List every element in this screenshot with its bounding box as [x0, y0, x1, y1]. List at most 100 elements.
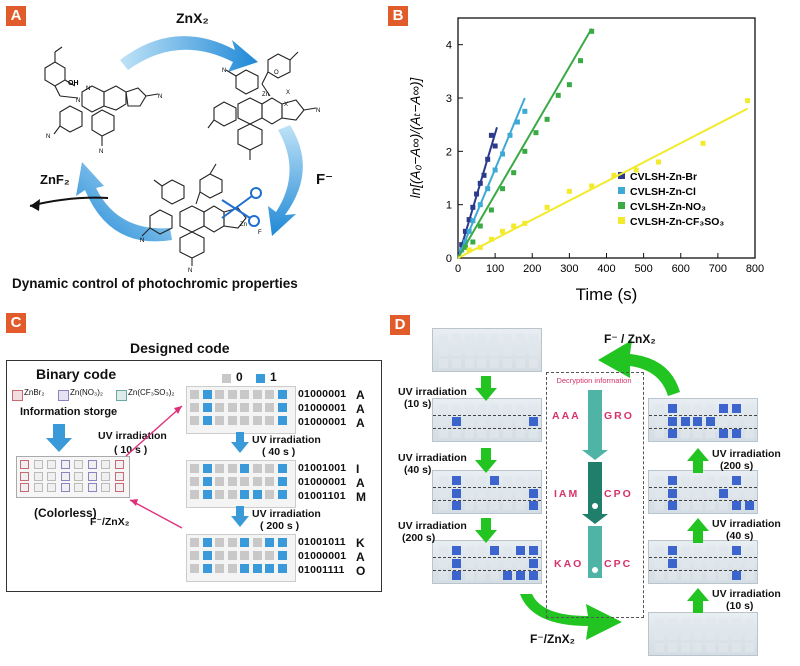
photo-right-200s-well-2-0	[655, 429, 664, 438]
y-tick-label-1: 1	[446, 200, 452, 212]
colorless-cell-1-5	[87, 471, 97, 481]
key-zero-swatch	[222, 374, 231, 383]
legend-label-2: CVLSH-Zn-NO₃	[630, 201, 706, 213]
grid-40s-cell-0-4	[240, 464, 249, 473]
photo-left-200s-well-0-6	[515, 546, 525, 555]
storage-arrow-icon	[46, 424, 72, 452]
uv-10s-time: ( 10 s )	[114, 444, 148, 456]
photo-left-40s-well-0-2	[464, 476, 474, 485]
atom-n-top: N	[316, 108, 320, 114]
grid-10s-cell-0-5	[252, 390, 262, 399]
grid-200s-cell-0-5	[252, 538, 262, 547]
photo-left-10s-well-2-1	[451, 429, 461, 438]
photo-right-200s-well-1-2	[680, 416, 690, 426]
decoded-left-3: KAO	[554, 558, 584, 570]
photo-left-10s-well-0-4	[490, 404, 500, 413]
point-s1-4	[477, 202, 483, 208]
photo-left-40s-well-0-1	[451, 476, 461, 485]
photo-right-40s-well-1-7	[744, 488, 754, 498]
colorless-cell-1-1	[33, 471, 43, 481]
photo-right-10s-well-2-5	[719, 571, 728, 580]
photo-right-40s-well-2-2	[680, 501, 690, 510]
grid-40s-cell-2-0	[190, 490, 199, 499]
uv-200s-time: ( 200 s )	[260, 520, 300, 532]
colorless-cell-2-1	[33, 483, 43, 492]
grid-40s-cell-1-3	[227, 477, 237, 486]
photo-initial-well-1-3	[477, 346, 487, 356]
photo-right-200s	[648, 398, 758, 442]
point-s1-5	[485, 186, 491, 192]
colorless-cell-2-5	[87, 483, 97, 492]
photo-right-10s-divider-1	[649, 570, 757, 571]
grid-10s-cell-1-5	[252, 403, 262, 412]
code-40s-bits-1: 01000001	[298, 476, 347, 488]
photo-final-well-2-0	[655, 643, 664, 652]
grid-40s-cell-2-7	[277, 490, 287, 499]
photo-right-10s-well-1-4	[706, 558, 716, 568]
grid-40s-cell-0-7	[277, 464, 287, 473]
code-200s-bits-1: 01000001	[298, 550, 347, 562]
right-uv-arrow-1-icon	[687, 448, 709, 473]
photo-right-40s-well-2-0	[655, 501, 664, 510]
photo-left-200s-well-0-1	[451, 546, 461, 555]
point-s3-13	[745, 98, 751, 104]
photo-right-200s-well-0-2	[680, 404, 690, 413]
photo-right-10s-well-2-4	[706, 571, 716, 580]
photo-left-40s-well-2-2	[464, 501, 474, 510]
photo-right-40s-well-0-7	[744, 476, 754, 485]
photo-right-200s-well-0-0	[655, 404, 664, 413]
photo-left-40s	[432, 470, 542, 514]
left-step-3-time: (200 s)	[402, 532, 436, 544]
photo-final-well-2-6	[731, 643, 741, 652]
photo-right-10s-well-0-1	[667, 546, 677, 555]
atom-n1: N	[76, 98, 80, 104]
grid-40s-cell-2-3	[227, 490, 237, 499]
photo-left-40s-well-1-1	[451, 488, 461, 498]
grid-40s-cell-1-1	[202, 477, 212, 486]
grid-200s-cell-0-7	[277, 538, 287, 547]
cycle-arrow-right	[268, 125, 303, 236]
photo-left-40s-well-0-0	[439, 476, 448, 485]
atom-n4: N	[46, 134, 50, 140]
photo-right-40s-well-2-3	[693, 501, 703, 510]
photo-final-well-1-5	[719, 630, 728, 640]
y-tick-label-3: 3	[446, 93, 452, 105]
cycle-arrow-top	[120, 36, 258, 72]
photo-right-40s-well-0-4	[706, 476, 716, 485]
photo-final	[648, 612, 758, 656]
photo-left-40s-divider-0	[433, 487, 541, 488]
photo-left-40s-well-2-1	[451, 501, 461, 510]
code-10s-bits-0: 01000001	[298, 388, 347, 400]
photo-right-40s-well-1-0	[655, 488, 664, 498]
photo-initial-well-1-5	[503, 346, 512, 356]
photo-left-10s-well-0-3	[477, 404, 487, 413]
code-40s-bits-0: 01001001	[298, 462, 347, 474]
grid-40s-cell-0-5	[252, 464, 262, 473]
reagent-znf2: ZnF₂	[40, 172, 70, 187]
photo-left-40s-well-2-7	[528, 501, 538, 510]
colorless-label: (Colorless)	[34, 506, 97, 520]
legend-swatch-zn-no3	[58, 390, 69, 401]
grid-40s-cell-0-1	[202, 464, 212, 473]
photo-right-40s-divider-0	[649, 487, 757, 488]
photo-right-10s-well-0-5	[719, 546, 728, 555]
photo-left-10s-well-2-4	[490, 429, 500, 438]
photo-left-200s-well-2-7	[528, 571, 538, 580]
photo-right-200s-well-2-4	[706, 429, 716, 438]
grid-200s-cell-0-3	[227, 538, 237, 547]
grid-200s-cell-2-4	[240, 564, 249, 573]
fit-line-3	[457, 107, 749, 259]
key-one-label: 1	[270, 370, 277, 384]
point-s2-2	[477, 223, 483, 229]
colorless-cell-0-7	[114, 460, 124, 469]
photo-right-10s-well-1-3	[693, 558, 703, 568]
photo-right-10s-well-0-2	[680, 546, 690, 555]
grid-200s-cell-0-1	[202, 538, 212, 547]
grid-200s-cell-2-1	[202, 564, 212, 573]
photo-left-200s-well-0-2	[464, 546, 474, 555]
reagent-fluoride: F⁻	[316, 171, 334, 188]
photo-initial-well-1-7	[528, 346, 538, 356]
point-s3-8	[589, 183, 595, 189]
molecule-zn-f-complex	[141, 163, 247, 266]
photo-initial-well-0-5	[503, 334, 512, 343]
